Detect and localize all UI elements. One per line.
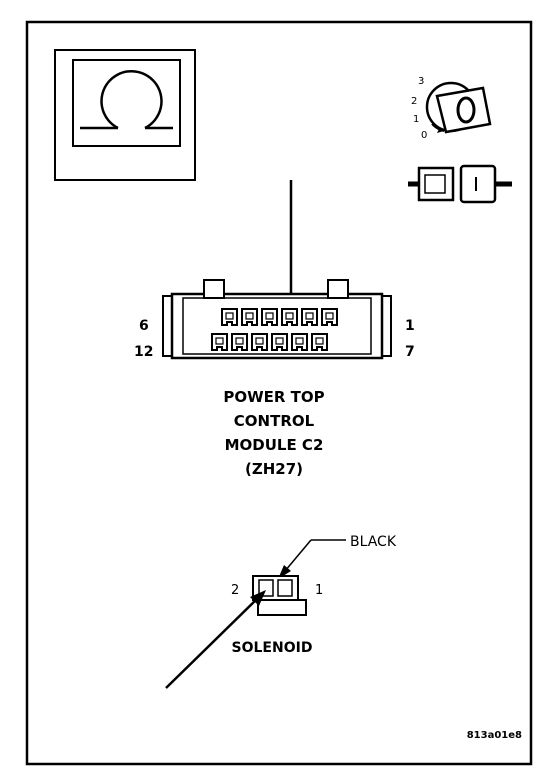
solenoid-pin-right: 1 — [315, 583, 323, 598]
page-border — [25, 20, 533, 766]
power-top-connector — [162, 279, 392, 360]
connector-cavity — [251, 333, 268, 351]
connector-cavity — [291, 333, 308, 351]
connector-title-line-4: (ZH27) — [245, 460, 303, 478]
connector-cavity — [221, 308, 238, 326]
connector-cavity — [301, 308, 318, 326]
pin-label-bottom-right: 7 — [405, 344, 415, 360]
connector-cavity — [271, 333, 288, 351]
ignition-position-2: 2 — [411, 96, 417, 107]
connector-cavity — [321, 308, 338, 326]
connector-cavity — [281, 308, 298, 326]
connector-cavity — [241, 308, 258, 326]
ignition-position-3: 3 — [418, 76, 424, 87]
pin-label-bottom-left: 12 — [134, 344, 153, 360]
connector-cavity — [211, 333, 228, 351]
ohm-symbol-icon — [80, 69, 173, 130]
connector-cavity — [311, 333, 328, 351]
connector-title-line-3: MODULE C2 — [225, 436, 324, 454]
ohmmeter-box — [54, 49, 196, 181]
connector-title-line-1: POWER TOP — [223, 388, 324, 406]
connector-cavity — [231, 333, 248, 351]
ignition-position-0: 0 — [421, 130, 427, 141]
probe-arrow-solenoid — [165, 590, 266, 689]
wire-callout: BLACK — [278, 534, 397, 579]
ignition-position-1: 1 — [413, 114, 419, 125]
pin-label-top-left: 6 — [139, 318, 149, 334]
wire-color-label: BLACK — [350, 534, 397, 550]
solenoid-label: SOLENOID — [232, 640, 313, 656]
connector-title-line-2: CONTROL — [234, 412, 315, 430]
connector-cavities — [211, 308, 338, 351]
disconnected-connector-icon — [408, 164, 512, 204]
pin-label-top-right: 1 — [405, 318, 415, 334]
connector-title: POWER TOP CONTROL MODULE C2 (ZH27) — [223, 388, 324, 478]
figure-id: 813a01e8 — [467, 730, 522, 741]
solenoid-pin-left: 2 — [231, 583, 239, 598]
ignition-key-icon: 3 2 1 0 — [411, 76, 492, 141]
connector-cavity — [261, 308, 278, 326]
